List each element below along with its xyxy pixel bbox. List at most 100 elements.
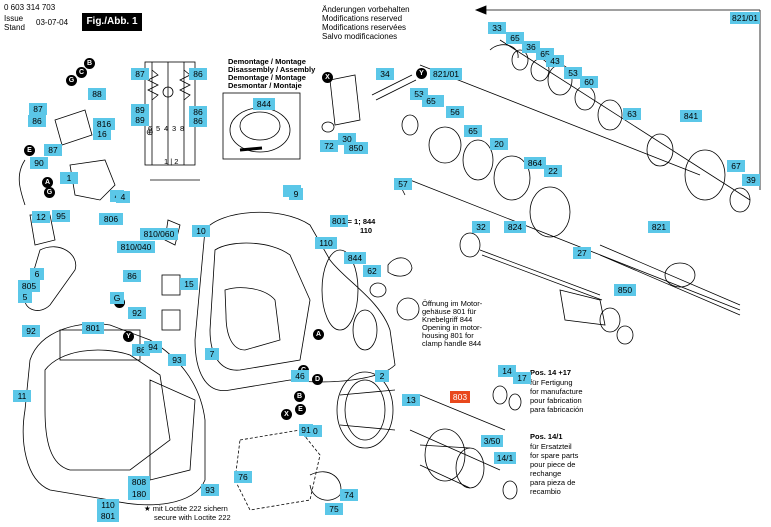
pos-14-17-title: Pos. 14 +17 bbox=[530, 368, 572, 377]
part-label: 86 bbox=[189, 115, 207, 127]
reference-letter: A bbox=[42, 177, 53, 188]
part-label: 808 bbox=[128, 476, 150, 488]
switch-pin-bottom: 1 | 2 bbox=[164, 157, 179, 166]
part-label: 821/01 bbox=[430, 68, 462, 80]
part-label: 803 bbox=[450, 391, 470, 403]
part-label: 88 bbox=[88, 88, 106, 100]
part-label: 810/040 bbox=[117, 241, 155, 253]
pos-14-1-title: Pos. 14/1 bbox=[530, 432, 563, 441]
issue-date: 03-07-04 bbox=[36, 18, 69, 27]
modifications-fr: Modifications reservées bbox=[322, 23, 407, 32]
part-label: 65 bbox=[506, 32, 524, 44]
pos-14-17-fr: pour fabrication bbox=[530, 396, 582, 405]
part-label: 46 bbox=[291, 370, 309, 382]
part-label: 33 bbox=[488, 22, 506, 34]
part-label: 841 bbox=[680, 110, 702, 122]
part-label: 74 bbox=[340, 489, 358, 501]
reference-letter: G bbox=[66, 75, 77, 86]
part-label: 22 bbox=[544, 165, 562, 177]
assembly-line-2: Disassembly / Assembly bbox=[228, 65, 316, 74]
reference-letter: D bbox=[312, 374, 323, 385]
part-label: 43 bbox=[546, 55, 564, 67]
pos-14-1-fr-2: rechange bbox=[530, 469, 562, 478]
stand-label: Stand bbox=[4, 23, 25, 32]
pos-14-17-es: para fabricación bbox=[530, 405, 584, 414]
part-label: 39 bbox=[742, 174, 760, 186]
assembly-line-4: Desmontar / Montaje bbox=[228, 81, 302, 90]
part-label: 86 bbox=[189, 68, 207, 80]
reference-letter: X bbox=[281, 409, 292, 420]
assembly-line-3: Demontage / Montage bbox=[228, 73, 306, 82]
pos-14-1-es-2: recambio bbox=[530, 487, 561, 496]
part-label: 36 bbox=[522, 41, 540, 53]
part-label: 92 bbox=[22, 325, 40, 337]
pos-14-1-de: für Ersatzteil bbox=[530, 442, 572, 451]
part-label: 850 bbox=[344, 142, 368, 154]
pos-14-17-en: for manufacture bbox=[530, 387, 583, 396]
part-label: 6 bbox=[30, 268, 44, 280]
part-label: 16 bbox=[93, 128, 111, 140]
part-label: 12 bbox=[32, 211, 50, 223]
part-label: 76 bbox=[234, 471, 252, 483]
part-label: 72 bbox=[320, 140, 338, 152]
note-801-line-1: 801 = 1; 844 bbox=[333, 217, 376, 226]
part-label: 90 bbox=[30, 157, 48, 169]
switch-pin-3: 3 bbox=[172, 124, 177, 133]
modifications-de: Änderungen vorbehalten bbox=[322, 5, 410, 14]
part-label: 95 bbox=[52, 210, 70, 222]
note-801-line-2: 110 bbox=[360, 226, 373, 235]
part-label: 92 bbox=[128, 307, 146, 319]
part-label: 3/50 bbox=[481, 435, 503, 447]
part-label: 7 bbox=[205, 348, 219, 360]
part-label: 821/01 bbox=[730, 12, 760, 24]
reference-letter: E bbox=[295, 404, 306, 415]
part-label: 27 bbox=[573, 247, 591, 259]
part-label: 864 bbox=[524, 157, 546, 169]
pos-14-1-fr-1: pour piece de bbox=[530, 460, 576, 469]
part-label: 86 bbox=[123, 270, 141, 282]
reference-letter: C bbox=[76, 67, 87, 78]
part-label: 824 bbox=[504, 221, 526, 233]
part-label: 87 bbox=[44, 144, 62, 156]
motor-note-6: clamp handle 844 bbox=[422, 339, 482, 348]
reference-letter: B bbox=[84, 58, 95, 69]
part-label: 65 bbox=[464, 125, 482, 137]
part-label: 56 bbox=[446, 106, 464, 118]
part-label: 806 bbox=[99, 213, 123, 225]
switch-pin-8: 8 bbox=[180, 124, 185, 133]
part-label: 93 bbox=[201, 484, 219, 496]
reference-letter: X bbox=[322, 72, 333, 83]
part-label: 93 bbox=[168, 354, 186, 366]
figure-label: Fig./Abb. 1 bbox=[82, 13, 142, 31]
part-label: 62 bbox=[363, 265, 381, 277]
reference-letter: G bbox=[44, 187, 55, 198]
part-label: 5 bbox=[18, 291, 32, 303]
part-label: 801 bbox=[330, 215, 349, 227]
part-label: 53 bbox=[564, 67, 582, 79]
part-label: 844 bbox=[344, 252, 366, 264]
modifications-en: Modifications reserved bbox=[322, 14, 403, 23]
part-label: 805 bbox=[18, 280, 40, 292]
part-label: G bbox=[110, 292, 124, 304]
part-label: 94 bbox=[144, 341, 162, 353]
part-label: 17 bbox=[513, 372, 531, 384]
part-label: 821 bbox=[648, 221, 670, 233]
part-label: 87 bbox=[131, 68, 149, 80]
part-label: 15 bbox=[180, 278, 198, 290]
part-label: 10 bbox=[192, 225, 210, 237]
part-label: 4 bbox=[116, 191, 130, 203]
loctite-note-de: ★ mit Loctite 222 sichern bbox=[144, 504, 228, 513]
part-label: 14/1 bbox=[494, 452, 516, 464]
part-label: 60 bbox=[580, 76, 598, 88]
reference-letter: Y bbox=[416, 68, 427, 79]
reference-letter: Y bbox=[123, 331, 134, 342]
part-label: 91 bbox=[299, 424, 313, 436]
motor-note-5: housing 801 for bbox=[422, 331, 474, 340]
switch-pin-6: 6 bbox=[148, 124, 153, 133]
switch-pin-4: 4 bbox=[164, 124, 169, 133]
part-label: 844 bbox=[253, 98, 275, 110]
doc-number: 0 603 314 703 bbox=[4, 3, 56, 12]
motor-note-1: Öffnung im Motor- bbox=[422, 299, 483, 308]
part-label: 89 bbox=[131, 114, 149, 126]
